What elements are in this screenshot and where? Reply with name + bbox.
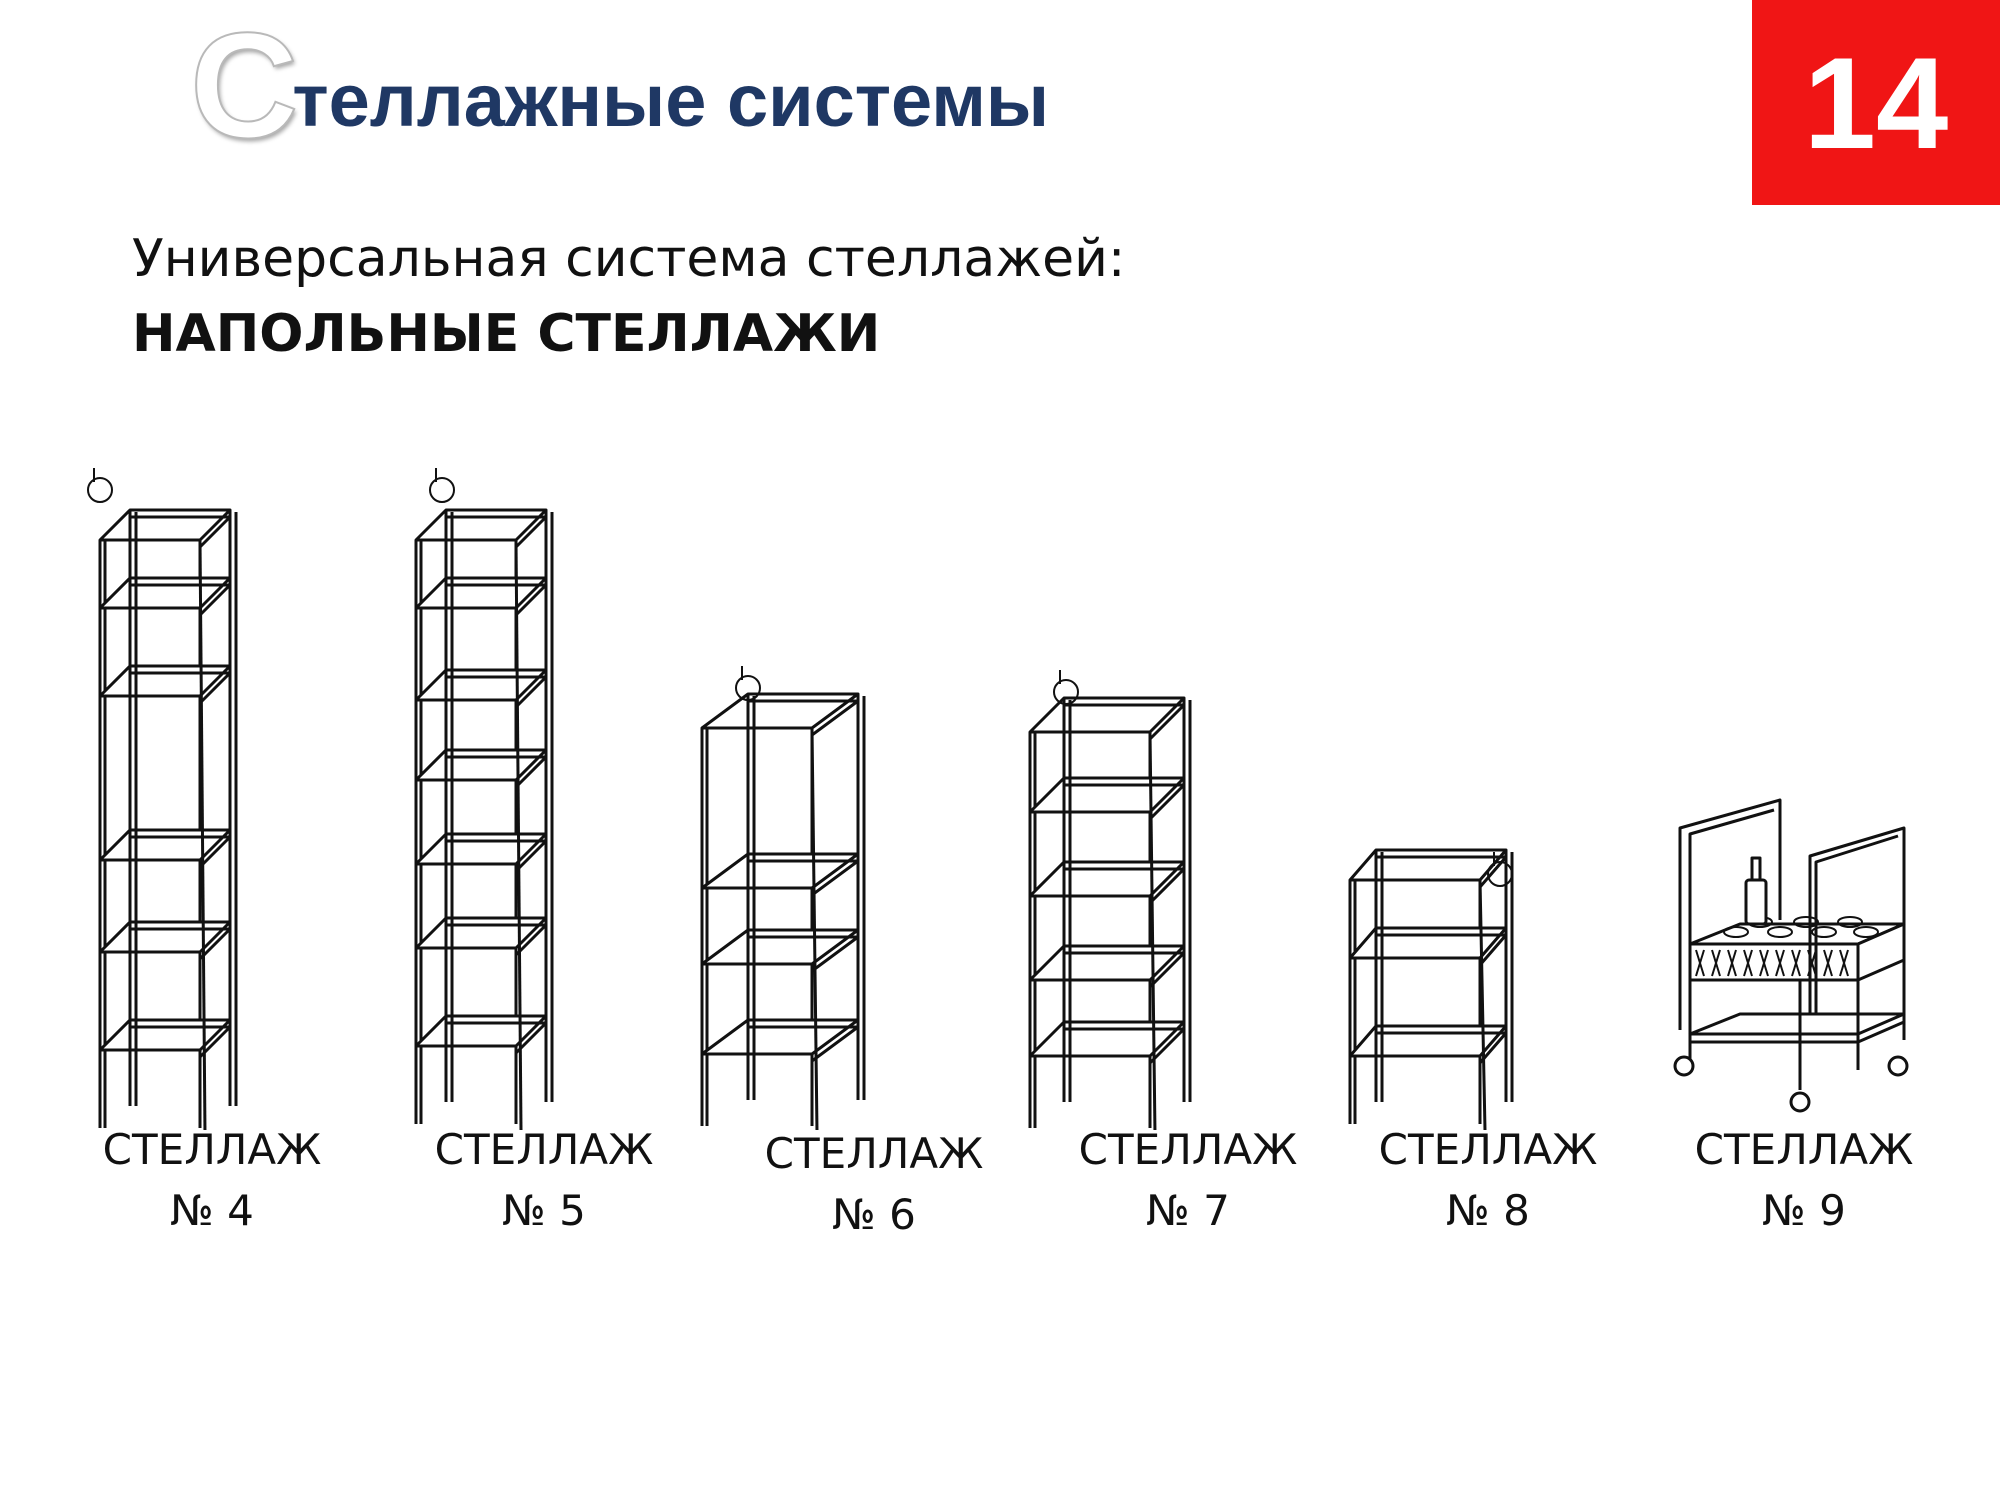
rack-drawing-9 xyxy=(1673,798,1909,1113)
subtitle-line: Универсальная система стеллажей: xyxy=(132,229,1126,289)
page-number-badge: 14 xyxy=(1752,0,2000,205)
rack-label: СТЕЛЛАЖ xyxy=(434,1125,654,1174)
rack-number: № 7 xyxy=(1146,1185,1230,1235)
subtitle: Универсальная система стеллажей: НАПОЛЬН… xyxy=(132,222,1125,373)
rack-label: СТЕЛЛАЖ xyxy=(102,1125,322,1174)
rack-number: № 9 xyxy=(1762,1185,1846,1235)
rack-drawing-5 xyxy=(414,468,554,1130)
rack-drawing-8 xyxy=(1348,848,1514,1130)
rack-caption-8: СТЕЛЛАЖ № 8 xyxy=(1358,1120,1618,1242)
rack-drawings xyxy=(0,430,2000,1130)
page-number: 14 xyxy=(1803,29,1949,176)
rack-number: № 5 xyxy=(502,1185,586,1235)
rack-number: № 4 xyxy=(170,1185,254,1235)
rack-label: СТЕЛЛАЖ xyxy=(1378,1125,1598,1174)
subtitle-heading: НАПОЛЬНЫЕ СТЕЛЛАЖИ xyxy=(132,304,881,365)
rack-number: № 8 xyxy=(1446,1185,1530,1235)
title-initial-letter: С xyxy=(189,1,299,169)
rack-drawings-svg xyxy=(87,468,1909,1130)
rack-caption-4: СТЕЛЛАЖ № 4 xyxy=(82,1120,342,1242)
rack-caption-5: СТЕЛЛАЖ № 5 xyxy=(414,1120,674,1242)
rack-caption-6: СТЕЛЛАЖ № 6 xyxy=(744,1124,1004,1246)
rack-caption-7: СТЕЛЛАЖ № 7 xyxy=(1058,1120,1318,1242)
rack-drawing-4 xyxy=(87,468,238,1130)
rack-label: СТЕЛЛАЖ xyxy=(1694,1125,1914,1174)
rack-drawing-7 xyxy=(1028,670,1192,1130)
slide-title: С теллажные системы xyxy=(189,9,1050,161)
title-text: теллажные системы xyxy=(292,59,1050,142)
rack-caption-9: СТЕЛЛАЖ № 9 xyxy=(1674,1120,1934,1242)
rack-number: № 6 xyxy=(832,1189,916,1239)
rack-drawing-6 xyxy=(700,666,866,1130)
rack-label: СТЕЛЛАЖ xyxy=(1078,1125,1298,1174)
rack-label: СТЕЛЛАЖ xyxy=(764,1129,984,1178)
